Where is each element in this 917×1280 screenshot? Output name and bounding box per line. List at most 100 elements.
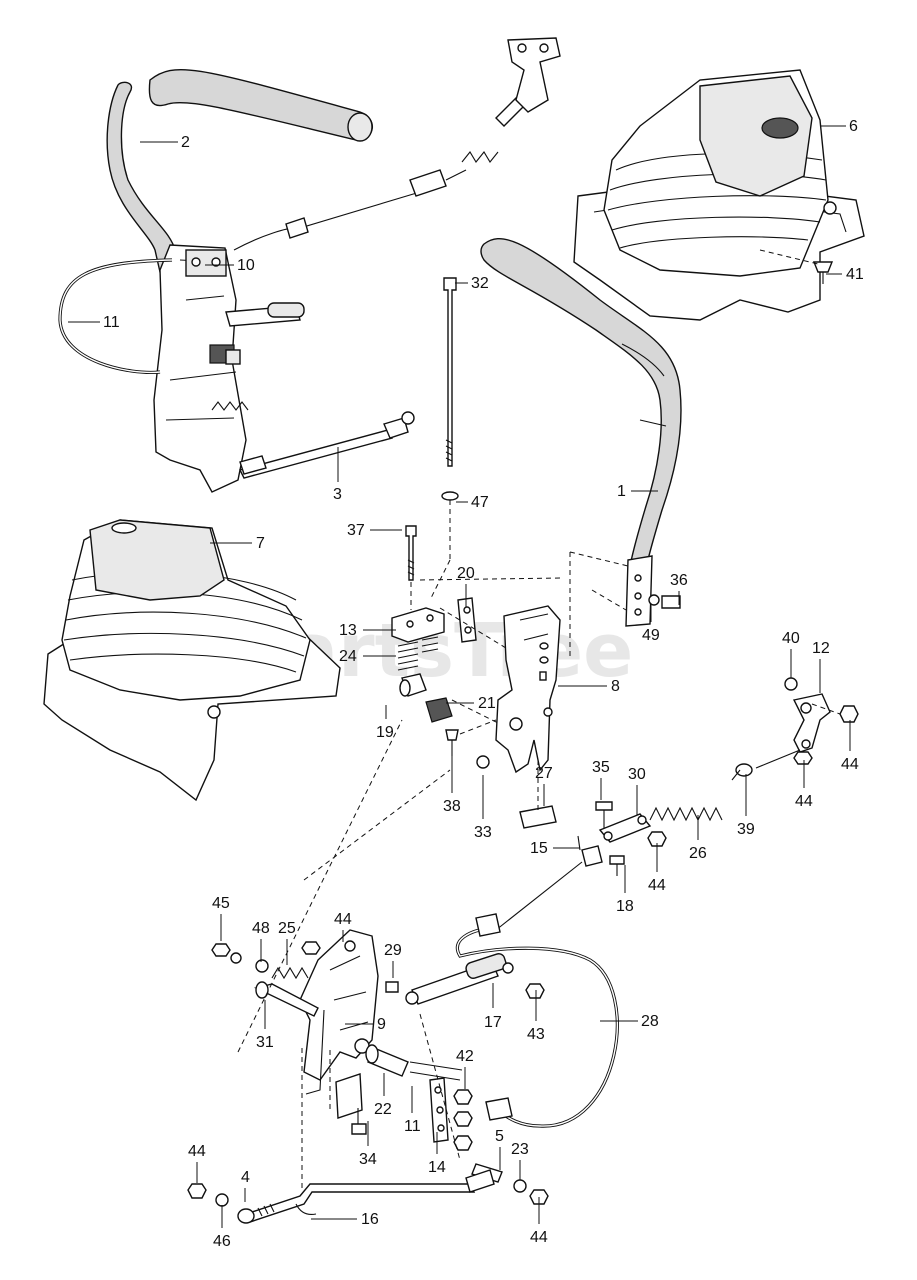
callout-label-c29: 29 xyxy=(384,942,402,959)
callout-label-c21: 21 xyxy=(478,695,496,712)
rod-39 xyxy=(755,749,801,769)
control-cover-6 xyxy=(573,69,865,321)
callout-label-c11: 11 xyxy=(103,314,120,331)
screw-34 xyxy=(351,1123,367,1135)
bolt-37 xyxy=(405,525,417,581)
nut-44a xyxy=(839,705,859,723)
bolt-35 xyxy=(595,801,613,811)
callout-label-c16: 16 xyxy=(361,1211,379,1228)
callout-label-c11b: 11 xyxy=(404,1118,421,1135)
callout-label-c34: 34 xyxy=(359,1151,377,1168)
washer-40 xyxy=(784,677,798,691)
callout-label-c35: 35 xyxy=(592,759,610,776)
screw-41 xyxy=(812,261,834,273)
callout-label-c44f: 44 xyxy=(530,1229,548,1246)
callout-label-c22: 22 xyxy=(374,1101,392,1118)
bolt-36 xyxy=(661,595,681,609)
bell-crank-12 xyxy=(792,693,831,753)
callout-label-c25: 25 xyxy=(278,920,296,937)
callout-label-c13: 13 xyxy=(339,622,357,639)
callout-label-c2: 2 xyxy=(181,134,190,151)
callout-label-c49: 49 xyxy=(642,627,660,644)
callout-label-c33: 33 xyxy=(474,824,492,841)
callout-label-c8: 8 xyxy=(611,678,620,695)
callout-label-c20: 20 xyxy=(457,565,475,582)
callout-label-c43: 43 xyxy=(527,1026,545,1043)
washer-47 xyxy=(441,491,459,501)
callout-label-c19: 19 xyxy=(376,724,394,741)
callout-label-c18: 18 xyxy=(616,898,634,915)
nut-44d xyxy=(301,941,321,955)
nut-44b xyxy=(793,751,813,765)
lever-mount-plate xyxy=(625,555,653,627)
callout-label-c45: 45 xyxy=(212,895,230,912)
handle-grip-2 xyxy=(148,68,373,141)
top-bracket xyxy=(507,37,561,113)
callout-label-c41: 41 xyxy=(846,266,864,283)
callout-label-c10: 10 xyxy=(237,257,255,274)
nut-44c xyxy=(647,831,667,847)
clevis-15 xyxy=(581,845,603,867)
clip-21 xyxy=(425,697,453,723)
cotter-pin-16 xyxy=(295,1203,317,1216)
callout-label-c46: 46 xyxy=(213,1233,231,1250)
springs-24 xyxy=(397,636,439,671)
bolt-29 xyxy=(385,981,399,993)
washer-49 xyxy=(648,594,660,606)
callout-label-c39: 39 xyxy=(737,821,755,838)
callout-label-c1: 1 xyxy=(617,483,626,500)
lever-bracket-10 xyxy=(153,244,247,493)
callout-label-c48: 48 xyxy=(252,920,270,937)
callout-label-c32: 32 xyxy=(471,275,489,292)
spring-26 xyxy=(649,806,723,822)
bolt-32 xyxy=(443,277,457,467)
control-cover-7 xyxy=(43,519,341,802)
callout-label-c26: 26 xyxy=(689,845,707,862)
washer-48 xyxy=(255,959,269,973)
callout-label-c47: 47 xyxy=(471,494,489,511)
block-27 xyxy=(519,805,557,829)
callout-label-c5: 5 xyxy=(495,1128,504,1145)
callout-label-c9: 9 xyxy=(377,1016,386,1033)
screw-38 xyxy=(445,729,459,741)
lever-tube-2 xyxy=(106,81,179,273)
callout-label-c12: 12 xyxy=(812,640,830,657)
rod-4 xyxy=(245,1183,476,1223)
callout-label-c44d: 44 xyxy=(334,911,352,928)
link-rod-3 xyxy=(238,429,394,479)
callout-label-c3: 3 xyxy=(333,486,342,503)
callout-label-c44e: 44 xyxy=(188,1143,206,1160)
callout-label-c38: 38 xyxy=(443,798,461,815)
nut-44e xyxy=(187,1183,207,1199)
callout-label-c7: 7 xyxy=(256,535,265,552)
left-lever-assembly xyxy=(106,68,415,493)
callout-label-c44b: 44 xyxy=(795,793,813,810)
plate-20 xyxy=(457,597,477,643)
callout-layer: 1234567891011111213141516171819202122232… xyxy=(68,118,864,1250)
callout-label-c27: 27 xyxy=(535,765,553,782)
callout-label-c4: 4 xyxy=(241,1169,250,1186)
washer-23 xyxy=(513,1179,527,1193)
spring-25 xyxy=(271,966,309,980)
nut-43 xyxy=(525,983,545,999)
callout-label-c17: 17 xyxy=(484,1014,502,1031)
nut-42 xyxy=(453,1089,473,1105)
callout-label-c31: 31 xyxy=(256,1034,274,1051)
callout-label-c28: 28 xyxy=(641,1013,659,1030)
nut-33 xyxy=(476,755,490,769)
callout-label-c15: 15 xyxy=(530,840,548,857)
callout-label-c44c: 44 xyxy=(648,877,666,894)
callout-label-c6: 6 xyxy=(849,118,858,135)
callout-label-c36: 36 xyxy=(670,572,688,589)
callout-label-c30: 30 xyxy=(628,766,646,783)
cable-clamp xyxy=(409,169,447,197)
rod-11-lower xyxy=(409,1061,463,1081)
callout-label-c37: 37 xyxy=(347,522,365,539)
nut-45 xyxy=(211,943,231,957)
callout-label-c40: 40 xyxy=(782,630,800,647)
callout-label-c23: 23 xyxy=(511,1141,529,1158)
washer-46 xyxy=(215,1193,229,1207)
callout-label-c14: 14 xyxy=(428,1159,446,1176)
bolt-18 xyxy=(609,855,625,865)
